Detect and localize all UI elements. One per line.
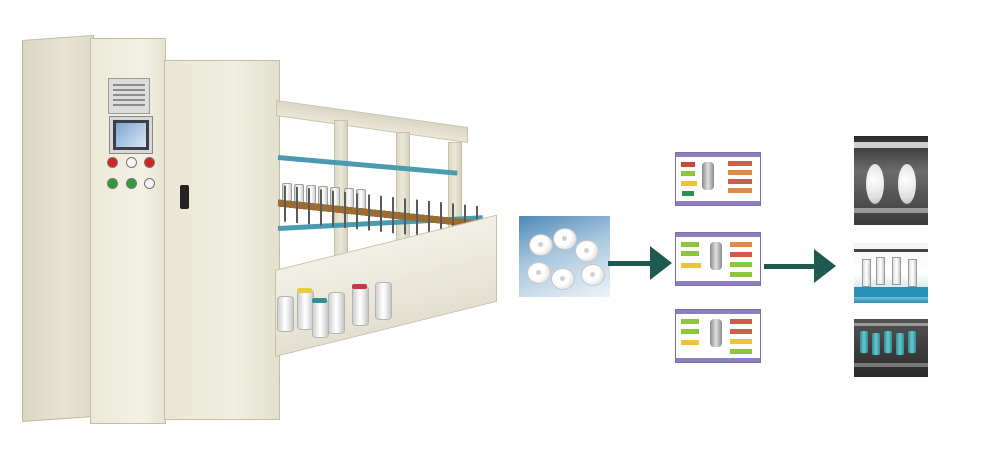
yarn-spool — [575, 240, 599, 262]
indicator-light — [126, 157, 137, 168]
bobbin-cap — [297, 288, 312, 293]
cabinet-side-panel — [22, 34, 94, 422]
arrow-shaft — [764, 264, 816, 269]
blue-rail — [277, 155, 458, 176]
tube-rack-photo — [854, 319, 928, 377]
start-button — [107, 178, 118, 189]
arrow-right-icon — [764, 248, 836, 284]
arrow-head — [814, 249, 836, 283]
control-touchscreen — [110, 117, 152, 153]
cabinet-door — [164, 60, 280, 420]
bobbin-cap — [352, 284, 367, 289]
parameter-label-plate — [108, 78, 150, 114]
start-button — [126, 178, 137, 189]
spindle-row-photo — [854, 243, 928, 303]
arrow-right-icon — [608, 245, 672, 281]
yarn-spools-photo — [519, 216, 610, 297]
twisting-machine — [0, 0, 500, 451]
yarn-spool — [527, 262, 551, 284]
winding-closeup-photo — [854, 136, 928, 225]
bobbin — [375, 282, 392, 320]
yarn-spool — [529, 234, 553, 256]
yarn-spool — [551, 268, 575, 290]
hmi-screen-2 — [675, 232, 761, 286]
bobbin — [328, 292, 345, 334]
machine-top-frame — [276, 100, 468, 143]
arrow-head — [650, 246, 672, 280]
bobbin — [277, 296, 294, 332]
bobbin — [312, 300, 329, 338]
stop-button — [144, 157, 155, 168]
yarn-spool — [553, 228, 577, 250]
hmi-screen-3 — [675, 309, 761, 363]
bobbin — [352, 286, 369, 326]
stop-button — [107, 157, 118, 168]
bobbin-cap — [312, 298, 327, 303]
door-handle — [180, 185, 189, 209]
arrow-shaft — [608, 261, 652, 266]
indicator-light — [144, 178, 155, 189]
yarn-spool — [581, 264, 605, 286]
hmi-screen-1 — [675, 152, 761, 206]
